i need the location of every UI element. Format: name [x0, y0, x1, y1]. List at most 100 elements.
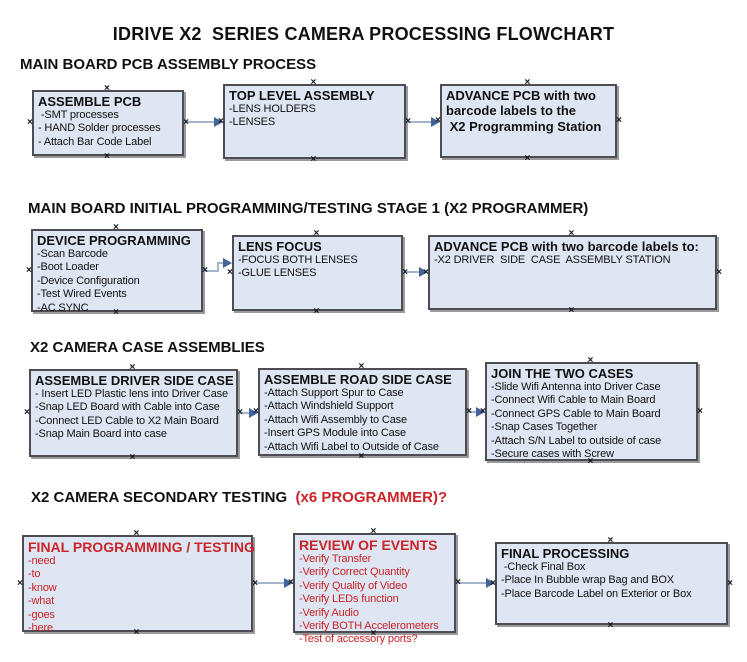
connection-handle-icon: ×	[423, 266, 429, 278]
section-heading-pcb-assembly: MAIN BOARD PCB ASSEMBLY PROCESS	[20, 56, 316, 73]
connection-handle-icon: ×	[227, 267, 233, 278]
connection-handle-icon: ×	[237, 407, 243, 418]
box-title: ADVANCE PCB with two	[446, 88, 596, 103]
connection-handle-icon: ×	[288, 577, 294, 588]
section-heading-red-text: (x6 PROGRAMMER)?	[291, 489, 448, 506]
arrow-line	[238, 412, 249, 414]
connection-handle-icon: ×	[607, 535, 614, 546]
box-title: ADVANCE PCB with two barcode labels to:	[434, 239, 699, 254]
connection-handle-icon: ×	[183, 117, 189, 128]
connection-handle-icon: ×	[480, 405, 486, 417]
connection-handle-icon: ×	[113, 307, 119, 318]
box-item: -Check Final Box	[501, 561, 586, 573]
box-item: -Connect GPS Cable to Main Board	[491, 407, 661, 420]
section-heading-text: X2 CAMERA SECONDARY TESTING	[31, 489, 292, 506]
connection-handle-icon: ×	[202, 264, 208, 276]
arrow-line	[217, 262, 223, 264]
box-item: -Attach Windshield Support	[264, 400, 394, 413]
connection-handle-icon: ×	[17, 577, 23, 589]
box-item: barcode labels to the	[446, 103, 577, 118]
arrowhead-icon	[249, 408, 258, 418]
box-item: -Boot Loader	[37, 261, 99, 274]
connection-handle-icon: ×	[104, 83, 110, 94]
box-item: -Place In Bubble wrap Bag and BOX	[501, 574, 674, 587]
connection-handle-icon: ×	[104, 151, 110, 162]
box-review-of-events: × × × × REVIEW OF EVENTS -Verify Transfe…	[288, 527, 461, 646]
box-assemble-road-side-case: × × × × ASSEMBLE ROAD SIDE CASE -Attach …	[253, 362, 472, 462]
connection-handle-icon: ×	[358, 361, 365, 372]
connection-handle-icon: ×	[466, 406, 472, 417]
arrowhead-icon	[476, 407, 485, 417]
connection-handle-icon: ×	[716, 266, 722, 278]
box-item: -FOCUS BOTH LENSES	[238, 254, 358, 266]
arrowhead-icon	[419, 267, 428, 277]
arrow-line	[403, 271, 419, 273]
connection-handle-icon: ×	[133, 627, 140, 638]
box-item: -Scan Barcode	[37, 248, 108, 260]
connection-handle-icon: ×	[568, 228, 575, 239]
box-item: -Snap LED Board with Cable into Case	[35, 401, 220, 414]
connection-handle-icon: ×	[370, 628, 377, 639]
box-item: -Verify BOTH Accelerometers	[299, 620, 439, 633]
box-top-level-assembly: × × × × TOP LEVEL ASSEMBLY -LENS HOLDERS…	[218, 78, 411, 165]
box-title: LENS FOCUS	[238, 239, 322, 254]
box-item: -Attach Wifi Label to Outside of Case	[264, 440, 439, 453]
box-item: -goes	[28, 608, 55, 621]
connection-handle-icon: ×	[313, 306, 320, 317]
connection-handle-icon: ×	[310, 77, 317, 88]
section-heading-initial-programming: MAIN BOARD INITIAL PROGRAMMING/TESTING S…	[28, 200, 588, 217]
box-lens-focus: × × × × LENS FOCUS -FOCUS BOTH LENSES -G…	[227, 229, 408, 317]
connection-handle-icon: ×	[587, 456, 594, 467]
arrow-line	[456, 582, 486, 584]
box-item: -to	[28, 568, 41, 581]
arrow-line	[203, 270, 218, 272]
box-advance-pcb-to-programming-station: × × × × ADVANCE PCB with two barcode lab…	[435, 78, 622, 164]
box-title: ASSEMBLE PCB	[38, 94, 142, 109]
box-item: -AC SYNC	[37, 301, 89, 314]
box-item: -Attach Wifi Assembly to Case	[264, 413, 407, 426]
arrowhead-icon	[284, 578, 293, 588]
box-item: -Test Wired Events	[37, 288, 127, 301]
box-assemble-pcb: × × × × ASSEMBLE PCB -SMT processes - HA…	[27, 84, 189, 162]
connection-handle-icon: ×	[455, 577, 461, 588]
arrow-line	[467, 411, 476, 413]
connection-handle-icon: ×	[26, 264, 32, 276]
box-final-processing: × × × × FINAL PROCESSING -Check Final Bo…	[490, 536, 733, 631]
box-item: -here	[28, 622, 53, 635]
box-item: -Snap Main Board into case	[35, 428, 167, 441]
box-title: DEVICE PROGRAMMING	[37, 233, 191, 248]
connection-handle-icon: ×	[133, 528, 140, 539]
connection-handle-icon: ×	[402, 267, 408, 278]
box-title: TOP LEVEL ASSEMBLY	[229, 88, 375, 103]
connection-handle-icon: ×	[313, 228, 320, 239]
arrow-line	[406, 121, 431, 123]
arrowhead-icon	[223, 258, 232, 268]
box-title: ASSEMBLE ROAD SIDE CASE	[264, 372, 452, 387]
connection-handle-icon: ×	[607, 620, 614, 631]
box-title: FINAL PROGRAMMING / TESTING	[28, 539, 255, 555]
box-item: -LENSES	[229, 116, 276, 129]
box-item: -Secure cases with Screw	[491, 448, 614, 461]
connection-handle-icon: ×	[24, 407, 30, 418]
connection-handle-icon: ×	[370, 526, 377, 537]
connection-handle-icon: ×	[27, 117, 33, 128]
connection-handle-icon: ×	[524, 77, 531, 88]
flowchart-title: IDRIVE X2 SERIES CAMERA PROCESSING FLOWC…	[112, 24, 615, 44]
connection-handle-icon: ×	[310, 154, 317, 165]
box-item: -Test of accessory ports?	[299, 633, 418, 646]
connection-handle-icon: ×	[358, 451, 365, 462]
box-title: REVIEW OF EVENTS	[299, 537, 438, 553]
box-item: -Place Barcode Label on Exterior or Box	[501, 587, 692, 600]
section-heading-text: MAIN BOARD INITIAL PROGRAMMING/TESTING S…	[28, 200, 589, 217]
box-item: -X2 DRIVER SIDE CASE ASSEMBLY STATION	[434, 254, 671, 266]
connection-handle-icon: ×	[405, 115, 411, 127]
box-title: ASSEMBLE DRIVER SIDE CASE	[35, 373, 234, 388]
box-item: - Attach Bar Code Label	[38, 135, 152, 148]
box-item: X2 Programming Station	[446, 119, 602, 134]
connection-handle-icon: ×	[697, 405, 703, 417]
box-item: -need	[28, 555, 56, 567]
box-item: -Verify LEDs function	[299, 593, 399, 606]
connection-handle-icon: ×	[524, 153, 531, 164]
box-item: - HAND Solder processes	[38, 122, 161, 135]
